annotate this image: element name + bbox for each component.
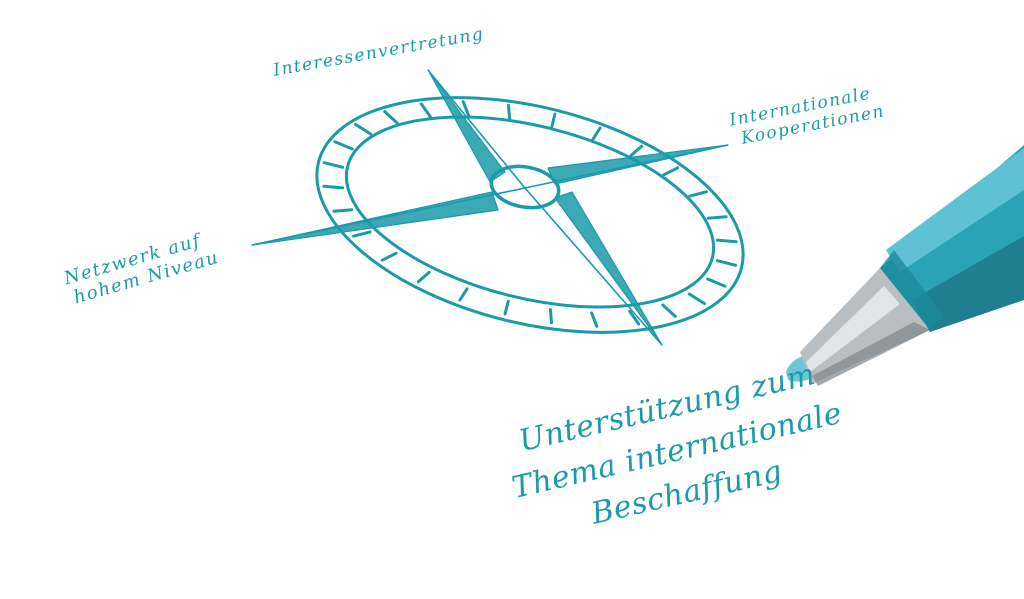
compass-tick — [332, 208, 354, 213]
compass-tick — [590, 311, 599, 328]
compass-tick — [629, 144, 644, 158]
compass-tick — [628, 309, 641, 326]
compass-tick — [416, 270, 431, 284]
compass-needles — [251, 69, 729, 346]
compass-tick — [715, 259, 738, 267]
compass-tick — [322, 184, 345, 190]
ballpoint-pen-icon — [786, 145, 1024, 386]
compass-tick — [461, 100, 470, 117]
compass-tick — [706, 277, 727, 288]
compass-tick — [419, 102, 432, 119]
compass-tick — [550, 112, 557, 129]
compass-tick — [661, 303, 677, 318]
needle-south — [554, 191, 663, 346]
compass-tick — [380, 251, 398, 262]
compass-tick — [322, 161, 345, 169]
compass-tick — [383, 110, 399, 125]
compass-tick — [352, 230, 372, 238]
compass-ticks — [322, 100, 738, 328]
compass-outer-ring — [315, 96, 745, 334]
needle-north — [427, 69, 506, 183]
compass-rose-icon — [315, 96, 745, 334]
compass-tick — [591, 126, 602, 141]
compass-tick — [507, 103, 512, 120]
compass-tick — [354, 122, 373, 136]
compass-tick — [548, 308, 553, 325]
compass-tick — [333, 140, 354, 151]
compass-tick — [662, 166, 680, 177]
compass-tick — [688, 190, 708, 198]
compass-tick — [687, 292, 706, 306]
compass-tick — [715, 238, 738, 244]
compass-tick — [503, 299, 510, 316]
compass-inner-ring — [344, 115, 716, 309]
compass-tick — [458, 287, 469, 302]
compass-tick — [706, 215, 728, 220]
